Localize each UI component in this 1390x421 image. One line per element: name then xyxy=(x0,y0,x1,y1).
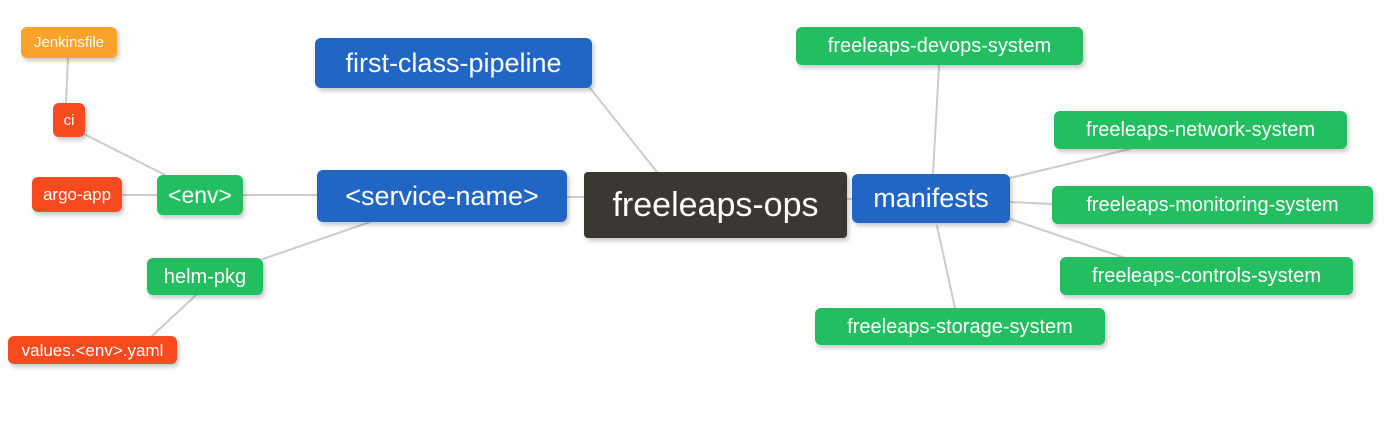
edge-manifests-devops xyxy=(932,65,940,175)
node-freeleaps-controls-system[interactable]: freeleaps-controls-system xyxy=(1060,257,1353,295)
node-values-env-yaml[interactable]: values.<env>.yaml xyxy=(8,336,177,364)
node-argo-app[interactable]: argo-app xyxy=(32,177,122,212)
node-service-name[interactable]: <service-name> xyxy=(317,170,567,222)
node-freeleaps-network-system[interactable]: freeleaps-network-system xyxy=(1054,111,1347,149)
edge-manifests-monitoring xyxy=(1009,201,1053,205)
node-freeleaps-storage-system[interactable]: freeleaps-storage-system xyxy=(815,308,1105,345)
node-env[interactable]: <env> xyxy=(157,175,243,215)
node-first-class-pipeline[interactable]: first-class-pipeline xyxy=(315,38,592,88)
node-freeleaps-devops-system[interactable]: freeleaps-devops-system xyxy=(796,27,1083,65)
node-freeleaps-monitoring-system[interactable]: freeleaps-monitoring-system xyxy=(1052,186,1373,224)
edge-manifests-network xyxy=(1009,148,1131,179)
node-freeleaps-ops-root[interactable]: freeleaps-ops xyxy=(584,172,847,238)
edge-helmpkg-servicename xyxy=(262,221,371,260)
edge-ci-env xyxy=(83,133,168,177)
node-ci[interactable]: ci xyxy=(53,103,85,137)
edge-manifests-controls xyxy=(1009,218,1126,259)
edge-values-helmpkg xyxy=(150,294,197,338)
edge-pipeline-ops xyxy=(589,87,658,173)
node-manifests[interactable]: manifests xyxy=(852,174,1010,223)
node-helm-pkg[interactable]: helm-pkg xyxy=(147,258,263,295)
edge-jenkinsfile-ci xyxy=(65,57,69,104)
edge-manifests-storage xyxy=(936,225,956,309)
node-jenkinsfile[interactable]: Jenkinsfile xyxy=(21,27,117,58)
